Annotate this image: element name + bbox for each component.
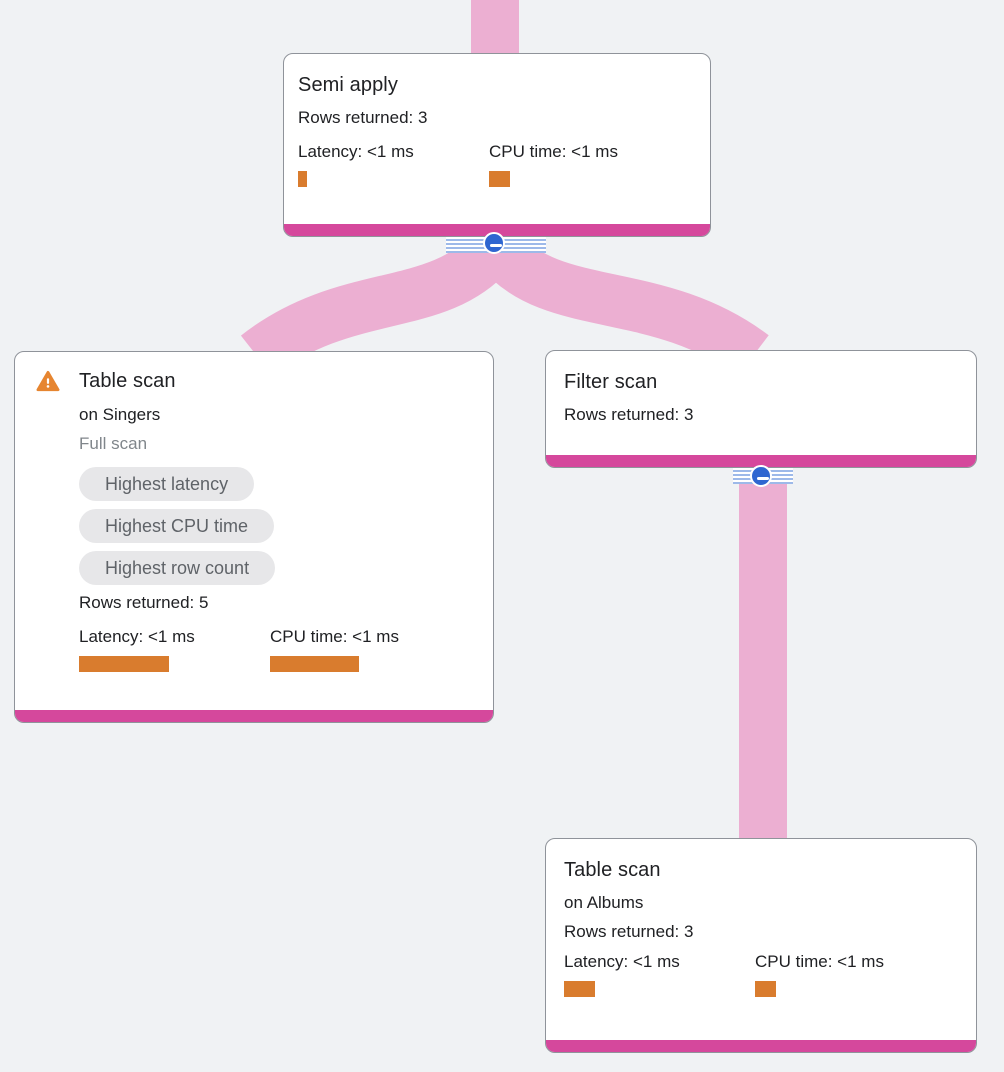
scan-type-text: Full scan (79, 434, 148, 453)
latency-label: Latency: <1 ms (298, 142, 414, 161)
insight-chips: Highest latency Highest CPU time Highest… (79, 467, 477, 585)
latency-metric: Latency: <1 ms (298, 142, 489, 187)
cpu-time-label: CPU time: <1 ms (489, 142, 618, 161)
cpu-time-label: CPU time: <1 ms (755, 952, 884, 971)
chip-highest-latency: Highest latency (79, 467, 255, 501)
latency-bar (79, 656, 169, 672)
cpu-time-metric: CPU time: <1 ms (270, 627, 461, 672)
cpu-time-bar (489, 171, 510, 187)
chip-highest-row-count: Highest row count (79, 551, 276, 585)
warning-icon (36, 369, 60, 393)
rows-returned-text: Rows returned: 3 (564, 922, 694, 941)
latency-bar (564, 981, 595, 997)
edge-semi-apply-to-filter-scan (479, 232, 769, 378)
node-accent-bar (546, 455, 976, 467)
edge-semi-apply-to-table-scan-singers (240, 232, 512, 377)
node-subtitle: on Singers (79, 405, 161, 424)
cpu-time-metric: CPU time: <1 ms (755, 952, 946, 997)
node-semi-apply[interactable]: Semi apply Rows returned: 3 Latency: <1 … (283, 53, 711, 237)
cpu-time-bar (755, 981, 776, 997)
node-filter-scan[interactable]: Filter scan Rows returned: 3 (545, 350, 977, 468)
node-subtitle: on Albums (564, 893, 644, 912)
cpu-time-metric: CPU time: <1 ms (489, 142, 680, 187)
collapse-node-button[interactable] (750, 465, 772, 487)
node-title: Semi apply (298, 74, 398, 96)
minus-icon (490, 243, 502, 247)
latency-label: Latency: <1 ms (79, 627, 195, 646)
node-accent-bar (284, 224, 710, 236)
node-accent-bar (546, 1040, 976, 1052)
collapse-node-button[interactable] (483, 232, 505, 254)
latency-label: Latency: <1 ms (564, 952, 680, 971)
latency-metric: Latency: <1 ms (79, 627, 270, 672)
metrics-row: Latency: <1 ms CPU time: <1 ms (298, 142, 694, 187)
metrics-row: Latency: <1 ms CPU time: <1 ms (564, 952, 960, 997)
node-table-scan-singers[interactable]: Table scan on Singers Full scan Highest … (14, 351, 494, 723)
node-title: Table scan (79, 370, 176, 392)
latency-metric: Latency: <1 ms (564, 952, 755, 997)
node-title: Filter scan (564, 371, 658, 393)
node-title: Table scan (564, 859, 661, 881)
node-table-scan-albums[interactable]: Table scan on Albums Rows returned: 3 La… (545, 838, 977, 1053)
rows-returned-text: Rows returned: 5 (79, 593, 209, 612)
rows-returned-text: Rows returned: 3 (564, 405, 694, 424)
latency-bar (298, 171, 307, 187)
metrics-row: Latency: <1 ms CPU time: <1 ms (79, 627, 477, 672)
cpu-time-label: CPU time: <1 ms (270, 627, 399, 646)
minus-icon (757, 476, 769, 480)
node-accent-bar (15, 710, 493, 722)
chip-highest-cpu-time: Highest CPU time (79, 509, 275, 543)
rows-returned-text: Rows returned: 3 (298, 108, 428, 127)
cpu-time-bar (270, 656, 359, 672)
